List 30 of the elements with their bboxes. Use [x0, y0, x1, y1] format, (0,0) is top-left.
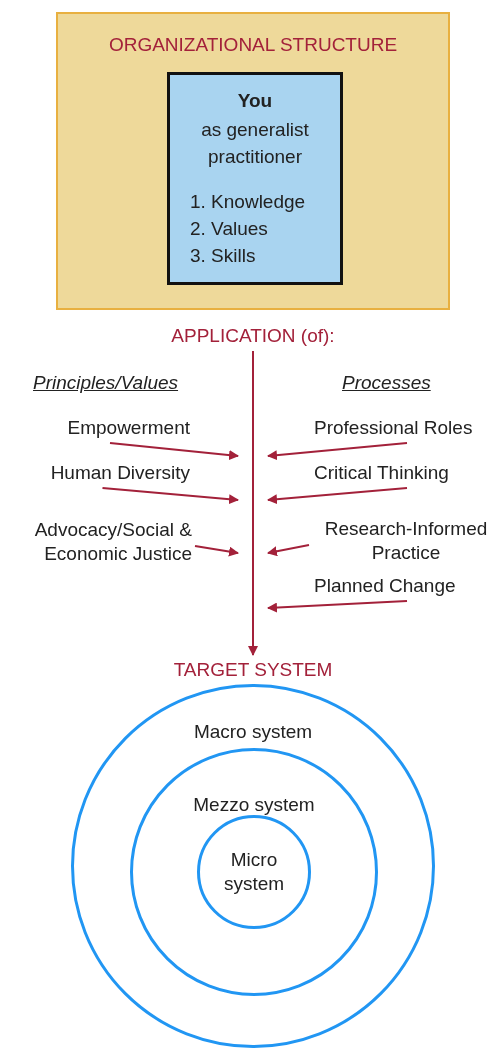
item-label: Research-Informed Practice: [312, 517, 500, 565]
circle-label: Micro system: [222, 848, 286, 896]
arrow: [267, 442, 408, 461]
arrow: [267, 600, 408, 613]
arrow: [267, 544, 310, 557]
list-item: 2. Values: [189, 217, 269, 241]
item-label: Empowerment: [30, 416, 190, 440]
item-label: Human Diversity: [15, 461, 190, 485]
circle-label: Macro system: [192, 720, 314, 744]
arrow: [267, 487, 408, 505]
arrow: [248, 350, 258, 656]
list-item: 3. Skills: [189, 244, 257, 268]
section-heading: APPLICATION (of):: [140, 324, 366, 348]
item-label: Critical Thinking: [314, 461, 500, 485]
arrow: [194, 545, 239, 557]
column-heading: Processes: [342, 371, 431, 395]
practitioner-box: [167, 72, 343, 285]
item-label: Advocacy/Social & Economic Justice: [0, 518, 192, 566]
box-heading: ORGANIZATIONAL STRUCTURE: [107, 33, 399, 57]
item-label: Professional Roles: [314, 416, 500, 440]
section-heading: TARGET SYSTEM: [140, 658, 366, 682]
arrow: [109, 442, 239, 461]
arrow: [101, 487, 239, 505]
box-title: You: [236, 89, 274, 113]
box-subtitle: as generalist practitioner: [200, 118, 310, 169]
item-label: Planned Change: [314, 574, 500, 598]
structure-box: [56, 12, 450, 310]
list-item: 1. Knowledge: [189, 190, 307, 214]
circle-label: Mezzo system: [192, 793, 316, 817]
column-heading: Principles/Values: [33, 371, 179, 395]
